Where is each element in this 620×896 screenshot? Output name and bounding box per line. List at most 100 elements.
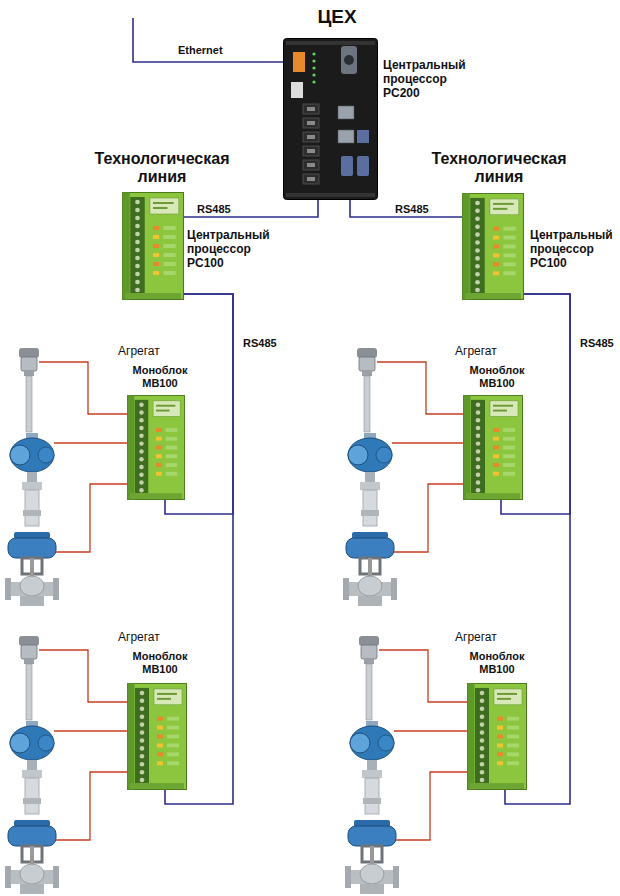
io-module-body-part bbox=[166, 428, 178, 432]
io-module-body-part bbox=[163, 235, 175, 239]
io-module-body-part bbox=[140, 770, 145, 775]
io-module-body-part bbox=[503, 437, 515, 441]
controller-body-part bbox=[307, 149, 315, 153]
io-module-body-part bbox=[475, 232, 480, 237]
io-module-body-part bbox=[463, 193, 524, 299]
io-module-body-part bbox=[493, 410, 507, 412]
io-module-body-part bbox=[163, 244, 175, 248]
io-module-body-part bbox=[470, 198, 484, 293]
controller-body-part bbox=[307, 121, 315, 125]
io-module-body-part bbox=[139, 465, 143, 469]
io-module-body-part bbox=[139, 418, 143, 422]
controller-body-part bbox=[312, 73, 315, 76]
io-module-body-part bbox=[153, 235, 159, 239]
io-module-body-part bbox=[166, 437, 178, 441]
io-module-body-part bbox=[503, 454, 515, 458]
io-module-body-part bbox=[470, 783, 524, 789]
line-heading: Технологическая линия bbox=[82, 150, 242, 186]
io-module-body-part bbox=[140, 754, 145, 759]
controller-body-part bbox=[307, 177, 315, 181]
io-module-body-part bbox=[493, 437, 499, 441]
device-label: Моноблок MB100 bbox=[464, 364, 530, 390]
io-module-body-part bbox=[503, 262, 515, 266]
io-module-body-part bbox=[153, 253, 159, 257]
controller-body-part bbox=[312, 80, 315, 83]
io-module-body-part bbox=[139, 441, 143, 445]
controller-body-part bbox=[312, 59, 315, 62]
unit-heading: Агрегат bbox=[118, 630, 178, 644]
io-module-body-part bbox=[493, 236, 499, 240]
controller-body-part bbox=[293, 52, 305, 72]
io-module-body-part bbox=[493, 245, 499, 249]
controller-body-part bbox=[312, 66, 315, 69]
io-module-body-part bbox=[150, 198, 179, 214]
io-module-body-part bbox=[153, 202, 174, 204]
io-module-body bbox=[463, 395, 523, 500]
io-module-body-part bbox=[475, 256, 480, 261]
io-module-body-part bbox=[157, 717, 163, 721]
io-module-body-part bbox=[167, 717, 179, 721]
device-label: Центральный процессор PC200 bbox=[383, 58, 475, 100]
diagram-title: ЦЕХ bbox=[287, 6, 387, 28]
io-module-body-part bbox=[140, 714, 145, 719]
device-label: Моноблок MB100 bbox=[127, 364, 193, 390]
io-module-body-part bbox=[503, 253, 515, 257]
io-module-body-part bbox=[153, 244, 159, 248]
io-module-body-part bbox=[471, 400, 485, 493]
io-module-body-part bbox=[476, 434, 481, 438]
io-module-body-part bbox=[475, 264, 480, 269]
io-module-body-part bbox=[490, 199, 519, 215]
io-module-body-part bbox=[135, 288, 140, 293]
ethernet-line bbox=[133, 18, 283, 62]
io-module-body-part bbox=[163, 253, 175, 257]
io-module-body-part bbox=[476, 441, 481, 445]
io-module-body bbox=[122, 192, 184, 300]
io-module-body-part bbox=[135, 400, 149, 493]
io-module-body-part bbox=[135, 248, 140, 253]
io-module-body-part bbox=[463, 193, 470, 299]
controller-body-part bbox=[357, 156, 369, 176]
rs485-link bbox=[350, 200, 462, 217]
io-module-body-part bbox=[507, 761, 519, 765]
io-module-body-part bbox=[140, 778, 145, 783]
io-module-body-part bbox=[507, 743, 519, 747]
io-module-body-part bbox=[507, 726, 519, 730]
io-module-body-part bbox=[475, 216, 480, 221]
io-module-body-part bbox=[480, 762, 485, 767]
rs485-link bbox=[184, 200, 318, 217]
controller-body-part bbox=[341, 156, 353, 176]
instrument-set bbox=[343, 348, 465, 606]
io-module-body-part bbox=[497, 743, 503, 747]
io-module-body-part bbox=[140, 722, 145, 727]
io-module-body-part bbox=[503, 428, 515, 432]
io-module-body-part bbox=[476, 449, 481, 453]
io-module-body-part bbox=[135, 280, 140, 285]
controller-body-part bbox=[286, 41, 375, 45]
io-module-body-part bbox=[465, 293, 521, 299]
io-module-body-part bbox=[476, 472, 481, 476]
io-module-body-part bbox=[503, 227, 515, 231]
io-module-body-part bbox=[476, 418, 481, 422]
io-module-body-part bbox=[154, 689, 182, 705]
io-module-body-part bbox=[476, 480, 481, 484]
controller-body-part bbox=[344, 55, 354, 65]
io-module: Технологическая линияЦентральный процесс… bbox=[122, 192, 184, 300]
io-module-body-part bbox=[157, 735, 163, 739]
io-module-body-part bbox=[166, 463, 178, 467]
instrument-set bbox=[5, 636, 127, 894]
io-module-body-part bbox=[497, 693, 517, 695]
io-module-body-part bbox=[135, 272, 140, 277]
io-module-body-part bbox=[503, 271, 515, 275]
unit-heading: Агрегат bbox=[455, 630, 515, 644]
io-module: АгрегатМоноблок MB100 bbox=[127, 683, 187, 790]
io-module-body-part bbox=[153, 271, 159, 275]
controller-body-part bbox=[303, 160, 319, 170]
io-module-body-part bbox=[475, 209, 480, 214]
io-module-body-part bbox=[153, 401, 180, 417]
controller-body-part bbox=[291, 82, 303, 98]
io-module-body-part bbox=[480, 714, 485, 719]
controller-body-part bbox=[312, 52, 315, 55]
io-module-body-part bbox=[166, 472, 178, 476]
io-module-body-part bbox=[475, 201, 480, 206]
